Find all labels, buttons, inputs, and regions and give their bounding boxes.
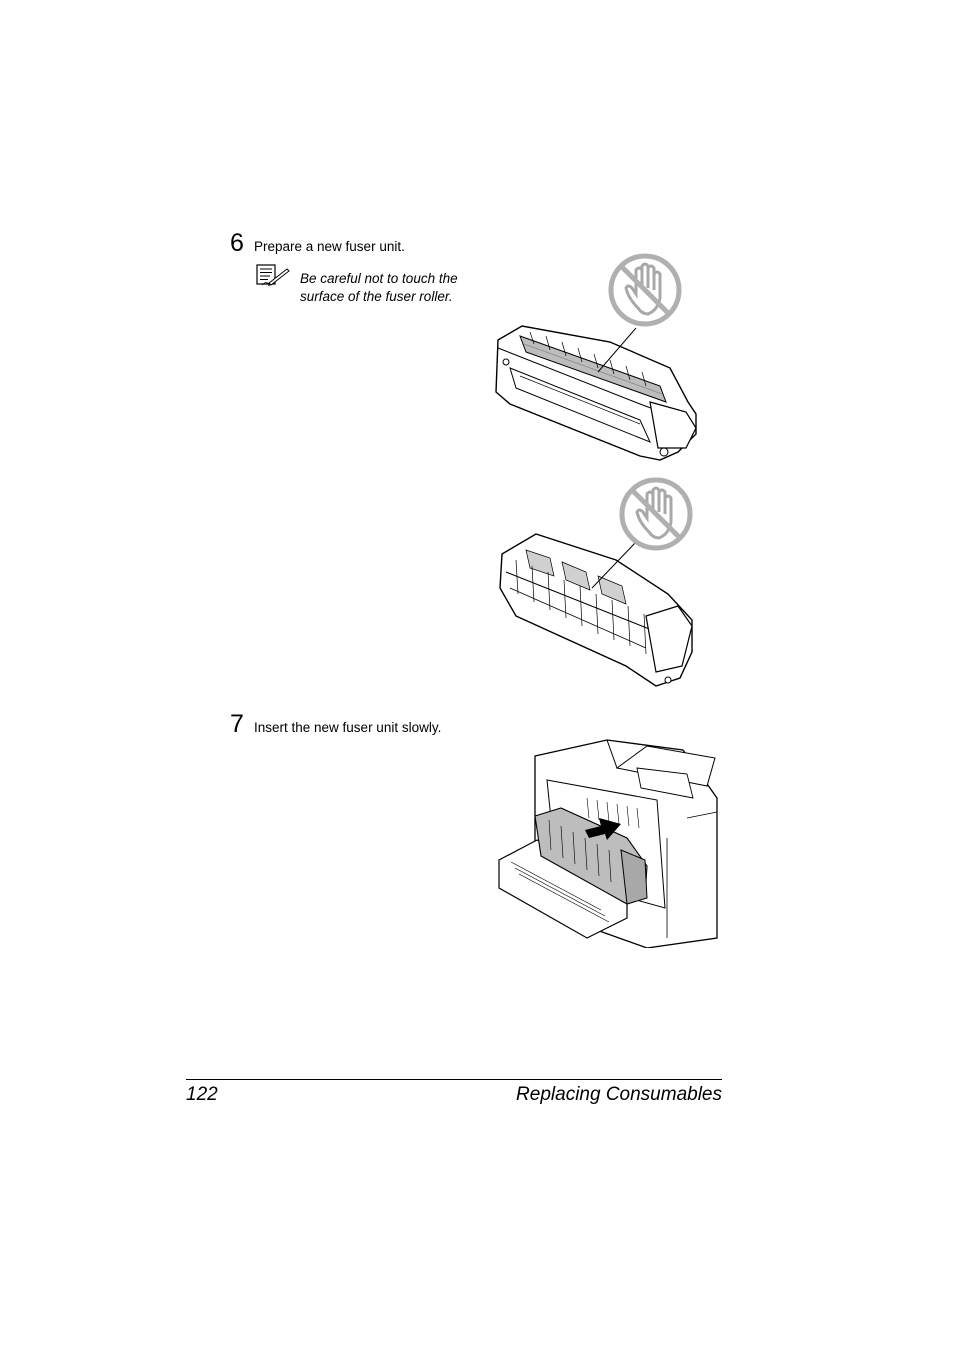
step-6-note: Be careful not to touch the surface of t… bbox=[300, 271, 458, 304]
no-touch-hand-icon bbox=[619, 477, 693, 551]
no-touch-hand-icon bbox=[608, 253, 682, 327]
fuser-unit-illustration-1 bbox=[490, 252, 705, 464]
step-6-text: Prepare a new fuser unit. bbox=[254, 239, 405, 254]
printer-insert-illustration bbox=[497, 738, 719, 948]
step-7-text: Insert the new fuser unit slowly. bbox=[254, 720, 442, 735]
section-title: Replacing Consumables bbox=[516, 1084, 722, 1105]
step-7-number: 7 bbox=[230, 710, 244, 738]
fuser-unit-illustration-2 bbox=[496, 476, 701, 688]
page-number: 122 bbox=[186, 1084, 218, 1105]
insert-arrow-icon bbox=[585, 818, 621, 840]
footer-rule bbox=[186, 1079, 722, 1080]
step-6-number: 6 bbox=[230, 229, 244, 257]
note-pencil-icon bbox=[256, 264, 290, 286]
